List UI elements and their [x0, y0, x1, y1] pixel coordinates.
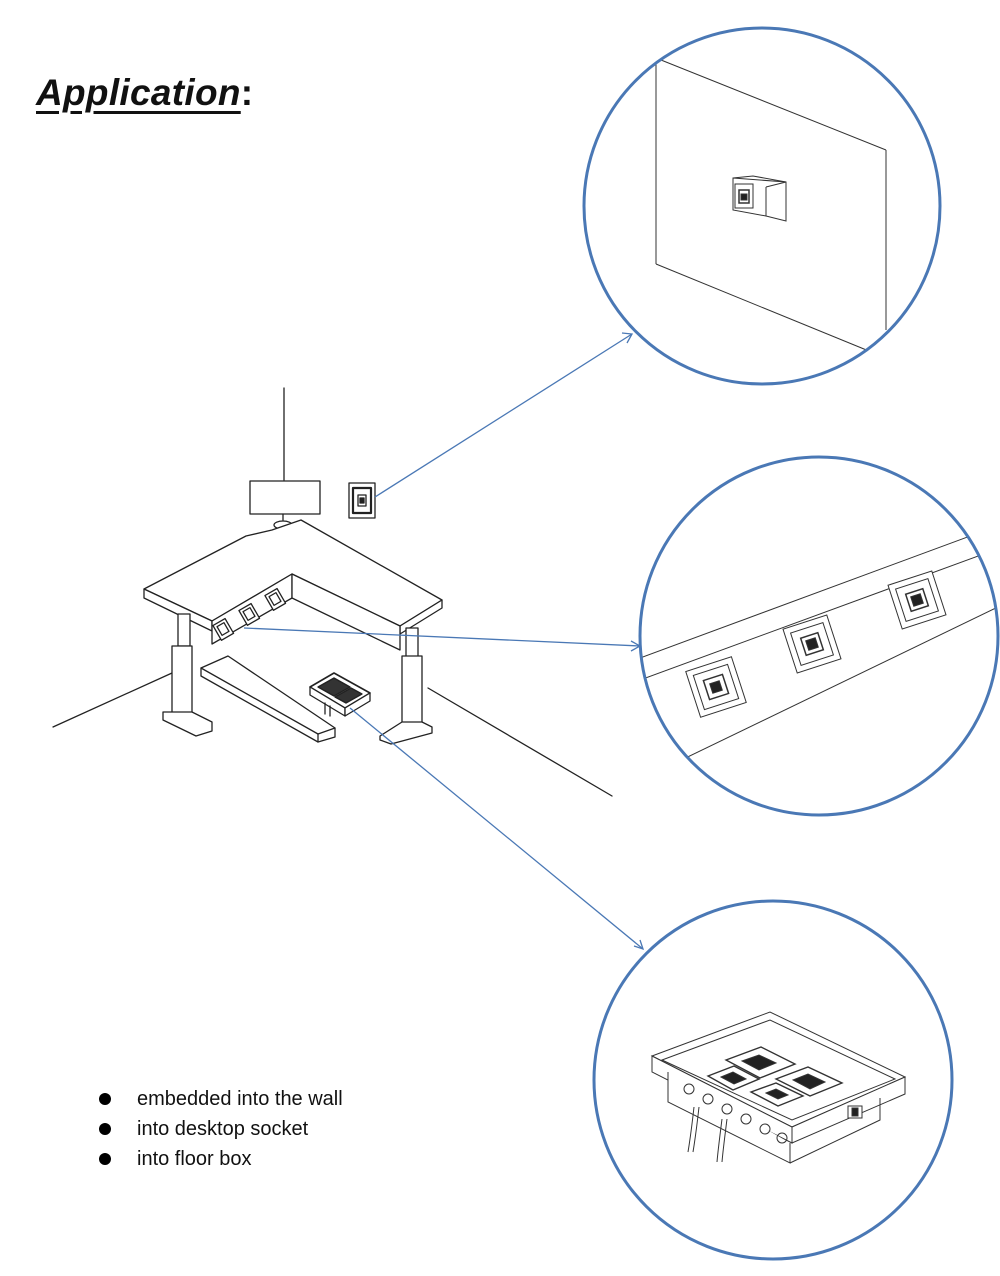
monitor — [249, 480, 321, 530]
bullet-icon — [99, 1153, 111, 1165]
scene-floor-box — [309, 672, 371, 717]
desktop-socket-detail-2 — [782, 614, 842, 674]
detail-circle-desktop — [638, 455, 1000, 817]
arrow-desktop — [243, 627, 641, 647]
legend-list: embedded into the wall into desktop sock… — [96, 1084, 343, 1174]
wall-socket — [348, 482, 376, 519]
legend-item: embedded into the wall — [96, 1084, 343, 1114]
l-shaped-desk — [143, 519, 443, 745]
legend-item: into desktop socket — [96, 1114, 343, 1144]
arrow-floor-head — [633, 939, 645, 951]
wall-box-detail — [732, 175, 787, 222]
page-title-colon: : — [240, 72, 254, 113]
legend-item-label: into desktop socket — [137, 1118, 309, 1140]
callout-arrows — [243, 332, 645, 951]
arrow-floor — [349, 707, 644, 950]
desktop-socket-detail-3 — [887, 570, 947, 630]
legend-item-label: embedded into the wall — [137, 1088, 343, 1110]
detail-circle-wall — [582, 26, 942, 386]
page-title-text: Application — [36, 72, 241, 113]
legend-item-label: into floor box — [137, 1148, 252, 1170]
page-title: Application: — [36, 72, 253, 114]
room-floor-lines — [52, 387, 613, 797]
desktop-socket-detail-1 — [685, 656, 747, 718]
arrow-wall — [374, 333, 633, 498]
bullet-icon — [99, 1123, 111, 1135]
legend-item: into floor box — [96, 1144, 343, 1174]
bullet-icon — [99, 1093, 111, 1105]
arrow-wall-head — [621, 332, 634, 344]
detail-circle-floor — [592, 899, 954, 1261]
